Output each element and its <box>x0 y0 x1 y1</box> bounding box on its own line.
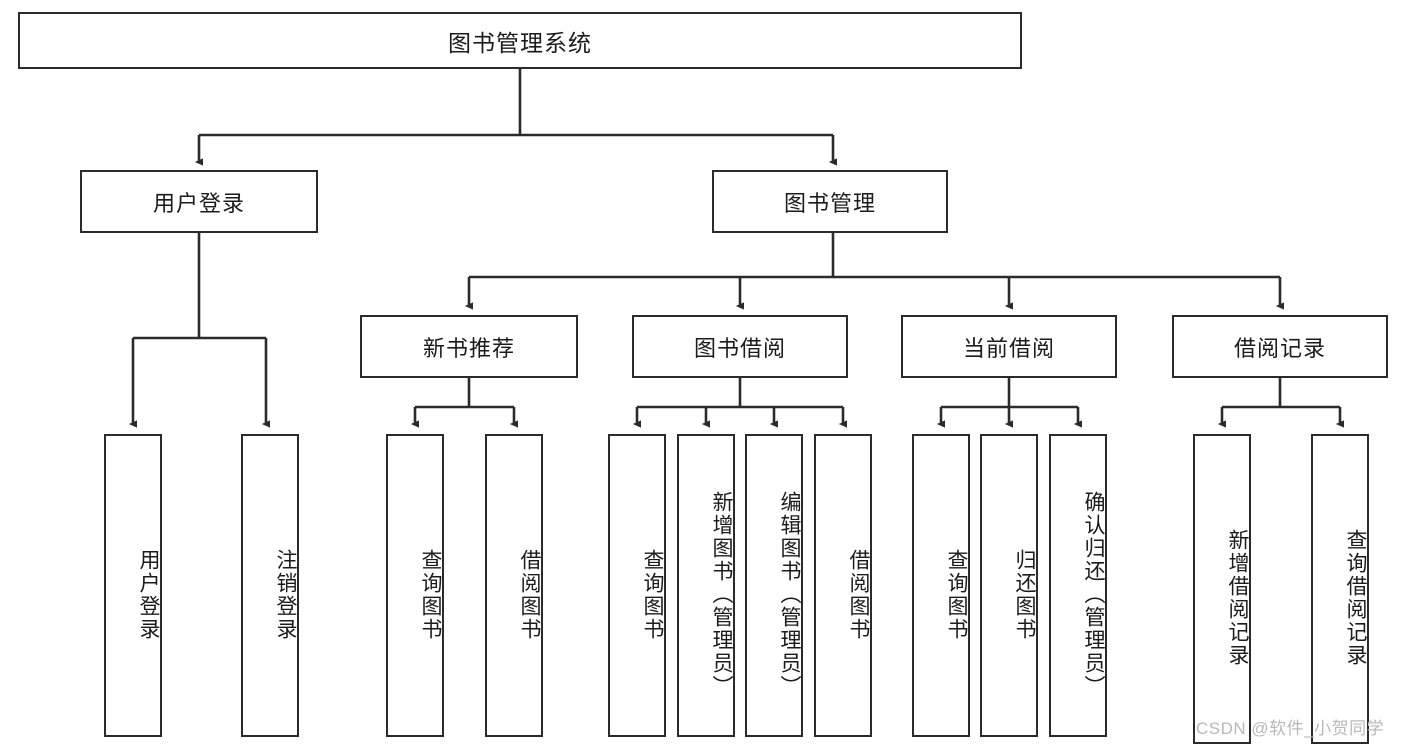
node-leaf-query-borrow-record[interactable]: 查询借阅记录 <box>1311 434 1369 744</box>
node-leaf-query-book-current[interactable]: 查询图书 <box>912 434 970 737</box>
node-label: 确认归还（管理员） <box>1082 491 1105 698</box>
node-label: 归还图书 <box>1013 548 1036 641</box>
node-user-login[interactable]: 用户登录 <box>80 170 318 233</box>
node-label: 查询图书 <box>945 548 968 641</box>
node-current-borrow[interactable]: 当前借阅 <box>901 315 1117 378</box>
node-leaf-borrow-book[interactable]: 借阅图书 <box>814 434 872 737</box>
node-leaf-user-login[interactable]: 用户登录 <box>104 434 162 737</box>
node-label: 图书管理 <box>783 190 876 216</box>
node-label: 查询借阅记录 <box>1344 529 1367 667</box>
node-label: 用户登录 <box>152 190 245 216</box>
node-label: 新书推荐 <box>422 335 515 361</box>
node-leaf-user-logout[interactable]: 注销登录 <box>241 434 299 737</box>
node-leaf-edit-book[interactable]: 编辑图书（管理员） <box>745 434 803 737</box>
node-label: 用户登录 <box>137 548 160 641</box>
node-label: 图书借阅 <box>693 335 786 361</box>
node-label: 编辑图书（管理员） <box>778 491 801 698</box>
node-leaf-add-borrow-record[interactable]: 新增借阅记录 <box>1193 434 1251 744</box>
node-borrow-record[interactable]: 借阅记录 <box>1172 315 1388 378</box>
node-leaf-query-book-recommend[interactable]: 查询图书 <box>386 434 444 737</box>
node-label: 借阅图书 <box>847 548 870 641</box>
node-leaf-borrow-book-recommend[interactable]: 借阅图书 <box>485 434 543 737</box>
node-label: 当前借阅 <box>962 335 1055 361</box>
node-label: 借阅记录 <box>1233 335 1326 361</box>
node-label: 借阅图书 <box>518 548 541 641</box>
node-label: 新增图书（管理员） <box>710 491 733 698</box>
node-book-management[interactable]: 图书管理 <box>712 170 948 233</box>
node-leaf-return-book[interactable]: 归还图书 <box>980 434 1038 737</box>
node-book-borrow[interactable]: 图书借阅 <box>632 315 848 378</box>
node-leaf-add-book[interactable]: 新增图书（管理员） <box>677 434 735 737</box>
node-new-book-recommend[interactable]: 新书推荐 <box>360 315 578 378</box>
node-label: 图书管理系统 <box>448 29 592 56</box>
csdn-watermark: CSDN @软件_小贺同学 <box>1196 719 1385 738</box>
node-leaf-confirm-return[interactable]: 确认归还（管理员） <box>1049 434 1107 737</box>
node-label: 新增借阅记录 <box>1226 529 1249 667</box>
node-label: 查询图书 <box>419 548 442 641</box>
node-label: 注销登录 <box>274 548 297 641</box>
node-leaf-query-book-borrow[interactable]: 查询图书 <box>608 434 666 737</box>
node-root-system[interactable]: 图书管理系统 <box>18 12 1022 69</box>
node-label: 查询图书 <box>641 548 664 641</box>
